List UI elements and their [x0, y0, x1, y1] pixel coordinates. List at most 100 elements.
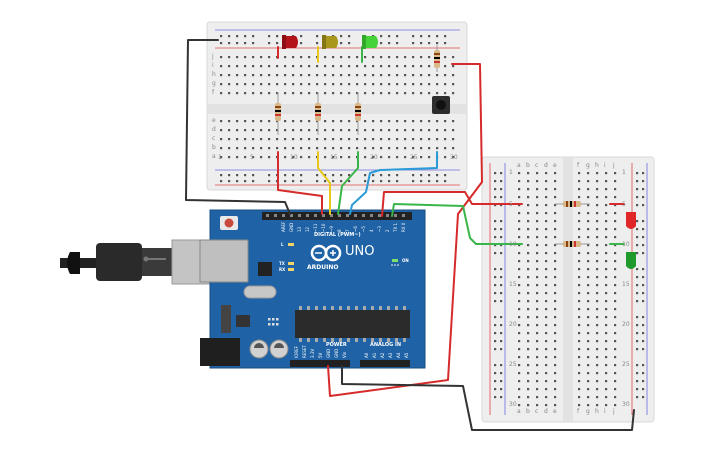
breadboard-hole[interactable] — [252, 129, 255, 132]
rail-hole[interactable] — [396, 174, 399, 177]
breadboard-hole[interactable] — [605, 300, 608, 303]
rail-hole[interactable] — [228, 180, 231, 183]
breadboard-hole[interactable] — [324, 156, 327, 159]
rail-hole[interactable] — [428, 180, 431, 183]
breadboard-hole[interactable] — [554, 388, 557, 391]
breadboard-hole[interactable] — [518, 332, 521, 335]
breadboard-hole[interactable] — [396, 92, 399, 95]
breadboard-hole[interactable] — [554, 172, 557, 175]
breadboard-hole[interactable] — [587, 372, 590, 375]
breadboard-hole[interactable] — [587, 284, 590, 287]
breadboard-hole[interactable] — [596, 212, 599, 215]
breadboard-hole[interactable] — [268, 65, 271, 68]
breadboard-hole[interactable] — [518, 220, 521, 223]
breadboard-hole[interactable] — [587, 172, 590, 175]
breadboard-hole[interactable] — [236, 56, 239, 59]
breadboard-hole[interactable] — [578, 388, 581, 391]
rail-hole[interactable] — [642, 380, 645, 383]
breadboard-hole[interactable] — [545, 308, 548, 311]
breadboard-hole[interactable] — [292, 56, 295, 59]
rail-hole[interactable] — [494, 180, 497, 183]
breadboard-hole[interactable] — [372, 92, 375, 95]
breadboard-hole[interactable] — [605, 292, 608, 295]
breadboard-hole[interactable] — [536, 204, 539, 207]
rail-hole[interactable] — [332, 174, 335, 177]
rail-hole[interactable] — [494, 332, 497, 335]
breadboard-hole[interactable] — [587, 268, 590, 271]
rail-hole[interactable] — [236, 35, 239, 38]
rail-hole[interactable] — [316, 35, 319, 38]
breadboard-hole[interactable] — [324, 138, 327, 141]
rail-hole[interactable] — [284, 174, 287, 177]
breadboard-hole[interactable] — [536, 180, 539, 183]
breadboard-hole[interactable] — [372, 120, 375, 123]
breadboard-hole[interactable] — [228, 92, 231, 95]
breadboard-hole[interactable] — [518, 276, 521, 279]
wires[interactable] — [185, 39, 635, 431]
breadboard-hole[interactable] — [596, 332, 599, 335]
breadboard-hole[interactable] — [545, 356, 548, 359]
breadboard-hole[interactable] — [364, 129, 367, 132]
breadboard-hole[interactable] — [518, 300, 521, 303]
header-pin[interactable] — [386, 214, 389, 217]
breadboard-hole[interactable] — [527, 172, 530, 175]
rail-hole[interactable] — [636, 220, 639, 223]
breadboard-hole[interactable] — [300, 56, 303, 59]
rail-hole[interactable] — [444, 42, 447, 45]
breadboard-hole[interactable] — [372, 147, 375, 150]
breadboard-hole[interactable] — [554, 204, 557, 207]
breadboard-hole[interactable] — [545, 300, 548, 303]
breadboard-hole[interactable] — [527, 180, 530, 183]
breadboard-hole[interactable] — [444, 138, 447, 141]
breadboard-hole[interactable] — [596, 396, 599, 399]
breadboard-hole[interactable] — [268, 156, 271, 159]
breadboard-hole[interactable] — [412, 56, 415, 59]
breadboard-hole[interactable] — [518, 268, 521, 271]
breadboard-hole[interactable] — [420, 147, 423, 150]
breadboard-hole[interactable] — [284, 92, 287, 95]
breadboard-hole[interactable] — [308, 156, 311, 159]
breadboard-hole[interactable] — [596, 284, 599, 287]
breadboard-hole[interactable] — [614, 220, 617, 223]
breadboard-hole[interactable] — [380, 129, 383, 132]
breadboard-hole[interactable] — [396, 129, 399, 132]
breadboard-hole[interactable] — [364, 92, 367, 95]
breadboard-hole[interactable] — [614, 364, 617, 367]
breadboard-hole[interactable] — [444, 74, 447, 77]
rail-hole[interactable] — [636, 252, 639, 255]
breadboard-hole[interactable] — [545, 332, 548, 335]
rail-hole[interactable] — [636, 180, 639, 183]
mcu-pin[interactable] — [323, 338, 326, 342]
breadboard-hole[interactable] — [380, 92, 383, 95]
header-pin[interactable] — [394, 214, 397, 217]
breadboard-hole[interactable] — [396, 65, 399, 68]
breadboard-hole[interactable] — [284, 56, 287, 59]
rail-hole[interactable] — [642, 396, 645, 399]
mcu-pin[interactable] — [371, 338, 374, 342]
breadboard-hole[interactable] — [578, 196, 581, 199]
rail-hole[interactable] — [642, 348, 645, 351]
breadboard-hole[interactable] — [545, 316, 548, 319]
breadboard-hole[interactable] — [340, 83, 343, 86]
rail-hole[interactable] — [500, 252, 503, 255]
breadboard-hole[interactable] — [614, 204, 617, 207]
breadboard-hole[interactable] — [228, 156, 231, 159]
breadboard-hole[interactable] — [587, 316, 590, 319]
breadboard-hole[interactable] — [364, 147, 367, 150]
breadboard-hole[interactable] — [252, 92, 255, 95]
breadboard-hole[interactable] — [527, 380, 530, 383]
breadboard-hole[interactable] — [420, 65, 423, 68]
breadboard-hole[interactable] — [596, 388, 599, 391]
breadboard-hole[interactable] — [587, 244, 590, 247]
breadboard-hole[interactable] — [527, 316, 530, 319]
breadboard-hole[interactable] — [614, 180, 617, 183]
breadboard-hole[interactable] — [596, 308, 599, 311]
green-led[interactable] — [362, 35, 378, 49]
rail-hole[interactable] — [636, 372, 639, 375]
rail-hole[interactable] — [396, 180, 399, 183]
breadboard-hole[interactable] — [527, 300, 530, 303]
breadboard-hole[interactable] — [244, 129, 247, 132]
breadboard-hole[interactable] — [554, 380, 557, 383]
mcu-pin[interactable] — [315, 306, 318, 310]
breadboard-hole[interactable] — [316, 74, 319, 77]
